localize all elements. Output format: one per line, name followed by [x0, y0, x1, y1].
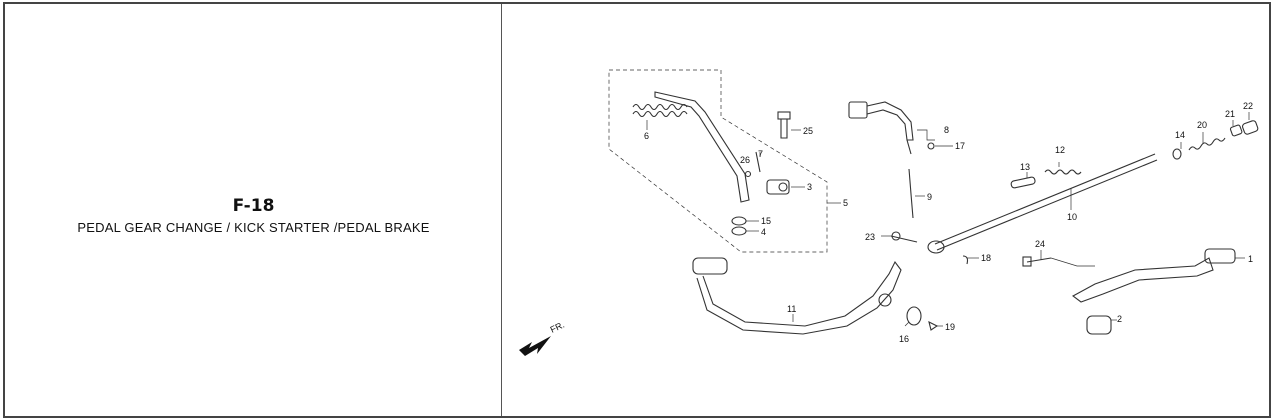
- part-6-spring: [632, 103, 688, 118]
- part-21-nut: [1229, 124, 1243, 137]
- part-14-washer: [1172, 148, 1182, 160]
- part-26-washer: [744, 170, 752, 178]
- callout-9: 9: [927, 192, 932, 202]
- part-15-nut: [731, 216, 747, 226]
- part-18-clip: [962, 255, 969, 265]
- callout-7: 7: [758, 149, 763, 159]
- callout-10: 10: [1067, 212, 1077, 222]
- part-13-sleeve: [1010, 176, 1036, 189]
- part-7-bolt: [755, 151, 761, 173]
- callout-11: 11: [787, 304, 796, 314]
- callout-1: 1: [1248, 254, 1253, 264]
- leader-lines: [646, 112, 1250, 327]
- part-3-clamp: [766, 179, 790, 195]
- part-9-rod: [908, 168, 914, 219]
- part-callouts: 1 2 3 4 5 6 7 8 9 10 11 12 13 14 15 16 1…: [644, 101, 1253, 344]
- part-22-adjust-nut: [1242, 120, 1259, 135]
- callout-3: 3: [807, 182, 812, 192]
- callout-13: 13: [1020, 162, 1030, 172]
- front-direction-label: FR.: [549, 320, 566, 335]
- callout-8: 8: [944, 125, 949, 135]
- callout-24: 24: [1035, 239, 1045, 249]
- callout-25: 25: [803, 126, 813, 136]
- callout-5: 5: [843, 198, 848, 208]
- callout-12: 12: [1055, 145, 1065, 155]
- callout-17: 17: [955, 141, 965, 151]
- part-10-rod: [934, 153, 1156, 245]
- callout-16: 16: [899, 334, 909, 344]
- part-25-bolt: [777, 111, 791, 139]
- front-direction-arrow: FR.: [519, 320, 566, 356]
- section-title: PEDAL GEAR CHANGE / KICK STARTER /PEDAL …: [77, 220, 430, 235]
- title-panel: F-18 PEDAL GEAR CHANGE / KICK STARTER /P…: [5, 4, 502, 416]
- callout-15: 15: [761, 216, 771, 226]
- part-2-rubber: [1086, 315, 1112, 335]
- callout-14: 14: [1175, 130, 1185, 140]
- part-20-spring: [1188, 137, 1226, 151]
- part-23-pin: [890, 235, 918, 243]
- part-8-gearshift-arm: [848, 101, 935, 155]
- callout-23: 23: [865, 232, 875, 242]
- callout-21: 21: [1225, 109, 1235, 119]
- callout-18: 18: [981, 253, 991, 263]
- part-12-spring: [1044, 169, 1082, 175]
- part-1-gearshift-pedal: [1071, 248, 1236, 303]
- section-code: F-18: [232, 196, 275, 216]
- callout-6: 6: [644, 131, 649, 141]
- callout-22: 22: [1243, 101, 1253, 111]
- part-11-brake-pedal: [692, 257, 902, 335]
- part-4-washer: [731, 226, 747, 236]
- callout-2: 2: [1117, 314, 1122, 324]
- part-19-cotter-pin: [928, 320, 939, 331]
- kick-starter-group-outline: [608, 69, 828, 253]
- page-frame: F-18 PEDAL GEAR CHANGE / KICK STARTER /P…: [3, 2, 1271, 418]
- callout-4: 4: [761, 227, 766, 237]
- callout-19: 19: [945, 322, 955, 332]
- callout-26: 26: [740, 155, 750, 165]
- kick-starter-arm: [654, 91, 750, 203]
- exploded-parts-diagram: FR. 1 2 3 4 5 6 7 8 9 10 11 12 13 14 15 …: [519, 69, 1259, 356]
- part-16-washer: [906, 306, 922, 326]
- callout-20: 20: [1197, 120, 1207, 130]
